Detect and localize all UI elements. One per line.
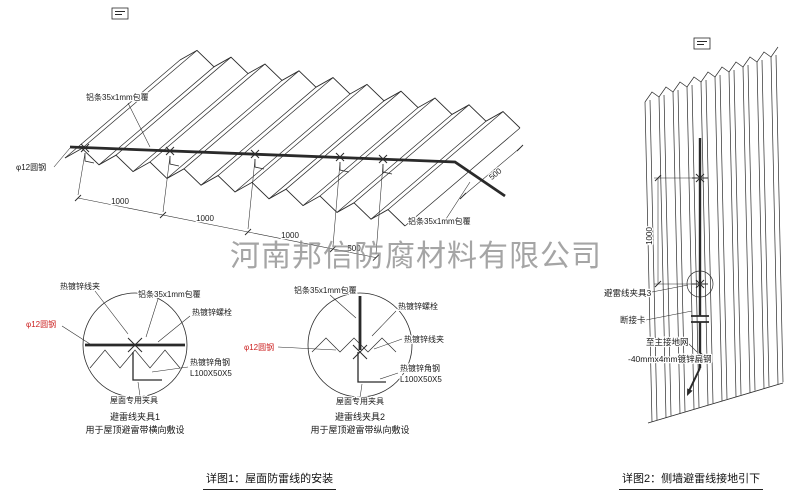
wall-rib-lines-a (644, 56, 779, 423)
wall-top-edge-profile (644, 46, 779, 103)
detail2-clamp-x (352, 344, 368, 360)
reference-tags (111, 7, 711, 50)
right-dimension-ticks (459, 144, 524, 200)
round-steel-label-left: φ12圆钢 (16, 162, 46, 172)
roof-dim-1000-1: 1000 (111, 197, 129, 206)
detail2-alu-label: 铝条35x1mm包覆 (294, 285, 357, 295)
detail1-roof-profile (89, 349, 181, 369)
disconnect-link-bars (691, 315, 709, 323)
roof-lightning-wire (69, 143, 506, 198)
roof-dim-1000-2: 1000 (196, 214, 214, 223)
wall-to-ground-label: 至主接地网 (646, 337, 689, 347)
wall-clamp3-label: 避雷线夹具3 (604, 288, 652, 298)
roof-back-edge-profile (179, 49, 521, 129)
wall-detail: 1000 避雷线夹具3 断接卡 至主接地网 -40mmx4mm镀锌扁钢 (603, 46, 784, 424)
detail2-round-steel-label: φ12圆钢 (244, 342, 274, 352)
detail-circle-1: 热镀锌线夹 铝条35x1mm包覆 热镀锌螺栓 φ12圆钢 热镀锌角钢 L100X… (25, 280, 234, 436)
wire-clamp-x-marks (80, 143, 388, 164)
detail2-subtitle: 用于屋顶避雷带纵向敷设 (310, 424, 409, 435)
roof-corrugated-sheet (64, 49, 521, 227)
detail2-angle-name-label: 热镀锌角钢 (400, 363, 440, 373)
caption-detail2: 详图2：侧墙避雷线接地引下 (619, 470, 764, 490)
roof-dim-1000-3: 1000 (281, 231, 299, 240)
detail2-fixture-label: 屋面专用夹具 (336, 396, 384, 406)
wall-flat-steel-label: -40mmx4mm镀锌扁钢 (628, 354, 712, 364)
detail1-clamp-x (127, 337, 143, 353)
detail1-bolt-label: 热镀锌螺栓 (192, 307, 232, 317)
wall-dim-ticks (654, 174, 662, 288)
detail1-leader-lines (61, 290, 191, 397)
wall-leader-lines (645, 284, 708, 360)
detail1-round-steel-label: φ12圆钢 (26, 319, 56, 329)
wall-bottom-edge (647, 382, 784, 424)
wall-dim-extensions (654, 177, 694, 285)
detail1-fixture-label: 屋面专用夹具 (110, 395, 158, 405)
wall-disconnect-label: 断接卡 (620, 315, 646, 325)
alu-strip-label-top: 铝条35x1mm包覆 (86, 92, 149, 102)
detail2-title: 避雷线夹具2 (335, 411, 385, 422)
caption-detail1: 详图1：屋面防雷线的安装 (203, 470, 337, 490)
detail1-angle-steel (132, 352, 162, 381)
alu-strip-label-right: 铝条35x1mm包覆 (408, 216, 471, 226)
detail1-clamp-label: 热镀锌线夹 (60, 281, 100, 291)
ref-tag-box-2 (693, 37, 711, 50)
to-ground-line (688, 367, 701, 392)
detail2-bolt-label: 热镀锌螺栓 (398, 301, 438, 311)
detail-circle-2: 铝条35x1mm包覆 热镀锌螺栓 φ12圆钢 热镀锌线夹 热镀锌角钢 L100X… (243, 284, 445, 436)
detail1-alu-label: 铝条35x1mm包覆 (138, 289, 201, 299)
wire-support-brackets (84, 153, 393, 175)
wall-rib-lines-b (649, 54, 784, 421)
roof-valley-lines (64, 59, 521, 227)
detail1-title: 避雷线夹具1 (110, 411, 160, 422)
roof-dim-500: 500 (347, 244, 361, 253)
dimension-ticks (74, 194, 380, 261)
ref-tag-marks-2 (697, 41, 707, 45)
roof-dim-500-right: 500 (487, 166, 503, 182)
roof-annotations: 铝条35x1mm包覆 铝条35x1mm包覆 φ12圆钢 (15, 91, 472, 227)
detail1-angle-spec-label: L100X50X5 (190, 369, 232, 378)
dimension-line (77, 197, 377, 258)
detail1-angle-name-label: 热镀锌角钢 (190, 357, 230, 367)
detail2-angle-spec-label: L100X50X5 (400, 375, 442, 384)
roof-ridge-lines (81, 50, 504, 210)
detail2-leader-lines (277, 294, 403, 399)
right-dimension-line (462, 147, 521, 197)
to-ground-arrowhead (687, 388, 693, 396)
detail2-roof-profile (311, 337, 397, 353)
ref-tag-marks-1 (115, 11, 125, 15)
detail1-circle (82, 292, 188, 398)
detail2-angle-steel (357, 352, 386, 383)
roof-front-edge-profile (64, 147, 406, 227)
detail2-clamp-label: 热镀锌线夹 (404, 334, 444, 344)
detail1-subtitle: 用于屋顶避雷带横向敷设 (85, 424, 184, 435)
wall-dim-1000: 1000 (645, 227, 654, 245)
ref-tag-box-1 (111, 7, 129, 20)
wall-clamp-x-marks (692, 173, 708, 289)
dimension-extension-lines (77, 152, 384, 255)
roof-leader-lines (53, 102, 471, 220)
lightning-wire-line (69, 145, 506, 198)
